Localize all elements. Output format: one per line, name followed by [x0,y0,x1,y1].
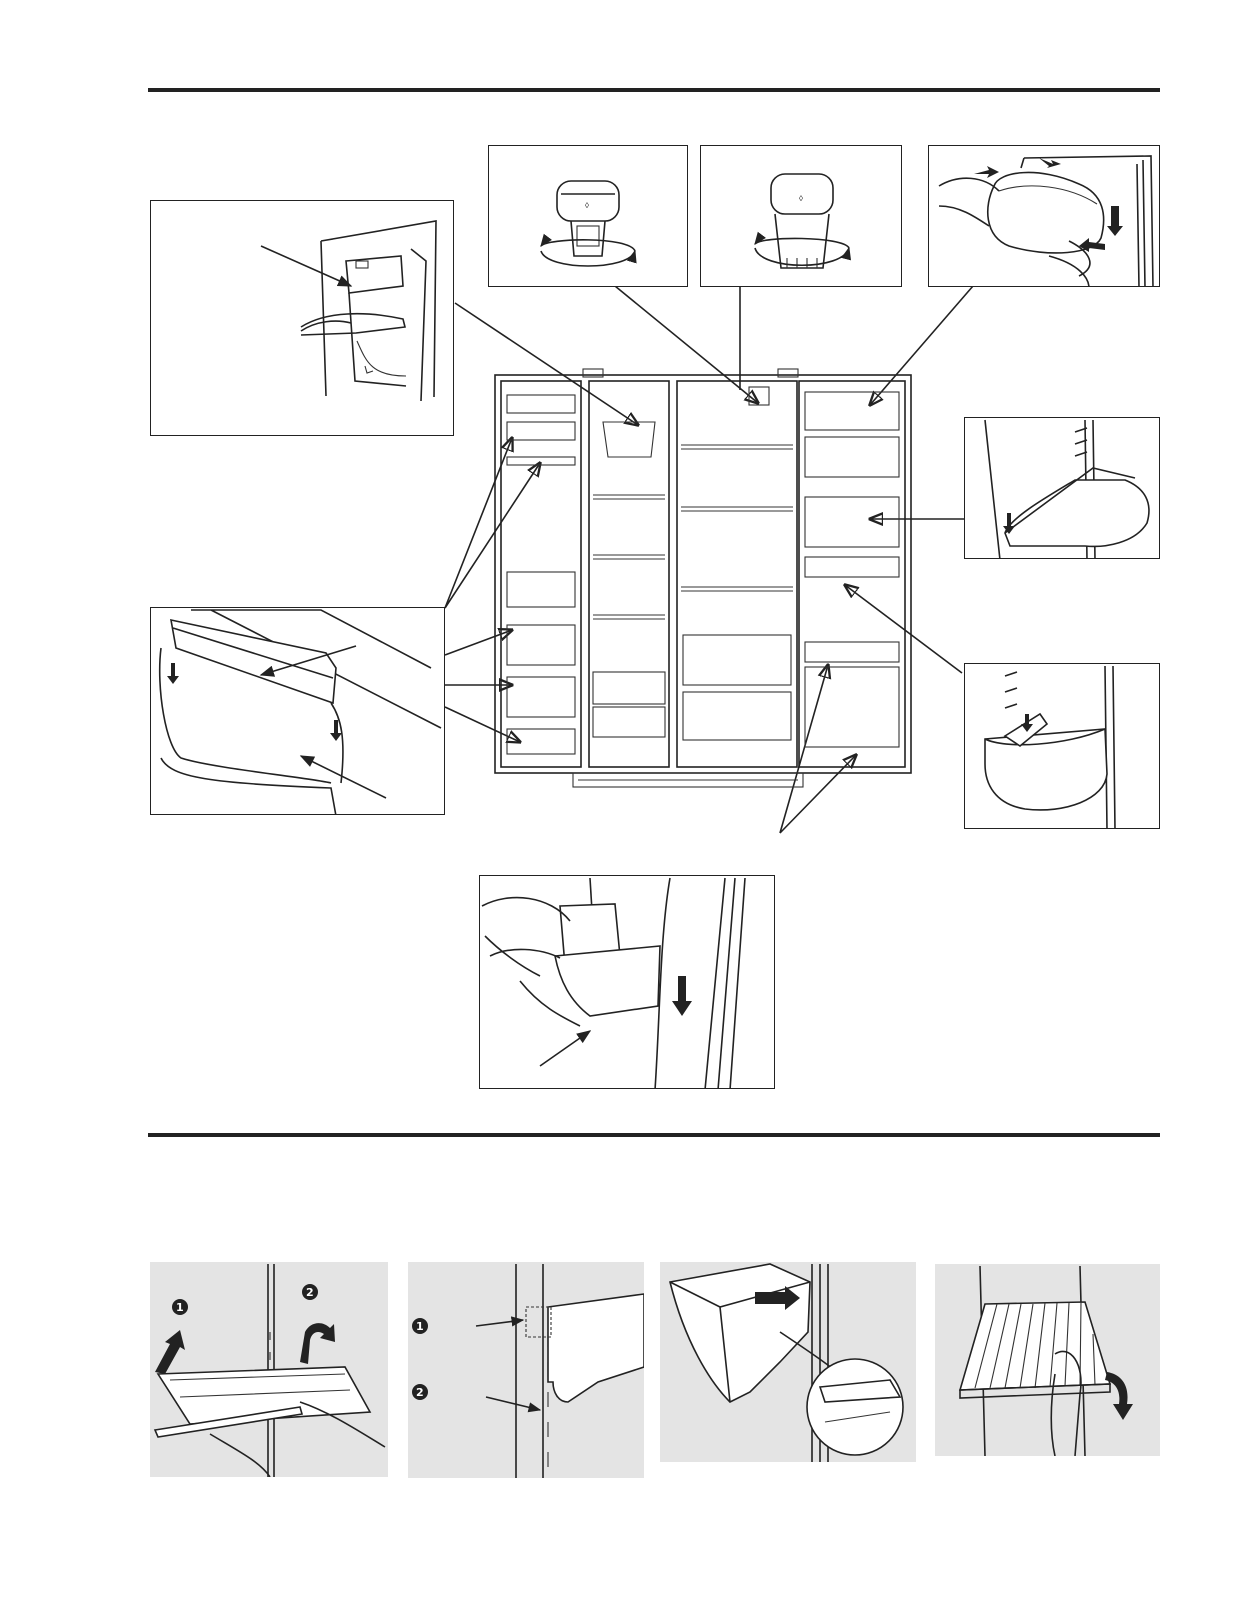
freezer-shelf-callout [150,607,445,815]
wire-shelf-removal-icon [935,1264,1160,1456]
svg-text:◊: ◊ [585,201,589,210]
ice-bin-callout [150,200,454,436]
filter-cap-callout: ◊ [488,145,688,287]
door-bin-slide-icon [660,1262,916,1462]
step-badge-label: 2 [306,1286,314,1299]
fresh-food-shelves [681,387,793,740]
ice-bin-removal-icon [151,201,454,436]
step-door-bin-slide [660,1262,916,1462]
middle-rule [148,1133,1160,1137]
step-shelf-hooks: 1 2 [408,1262,644,1478]
shelf-hook-icon: 1 2 [408,1262,644,1478]
side-by-side-refrigerator-icon [493,367,913,795]
filter-installed-callout: ◊ [700,145,902,287]
svg-text:◊: ◊ [799,194,803,203]
step-badge-label: 1 [416,1320,424,1333]
freezer-shelves [593,422,665,737]
freezer-shelf-icon [151,608,445,815]
water-filter-cap-icon: ◊ [489,146,688,287]
freezer-door-bins [507,395,575,754]
step-glass-shelf: 1 2 [150,1262,388,1477]
door-bin-upper-callout [964,417,1160,559]
door-bin-icon [965,664,1160,829]
drawer-removal-callout [479,875,775,1089]
dairy-door-removal-icon [929,146,1160,287]
glass-shelf-removal-icon: 1 2 [150,1262,388,1477]
door-bin-lower-callout [964,663,1160,829]
fresh-food-door-bins [805,392,899,747]
step-wire-shelf [935,1264,1160,1456]
water-filter-installed-icon: ◊ [701,146,902,287]
step-badge-label: 1 [176,1301,184,1314]
dairy-compartment-callout [928,145,1160,287]
main-diagram [493,367,913,795]
top-rule [148,88,1160,92]
drawer-removal-icon [480,876,775,1089]
step-badge-label: 2 [416,1386,424,1399]
door-bin-icon [965,418,1160,559]
